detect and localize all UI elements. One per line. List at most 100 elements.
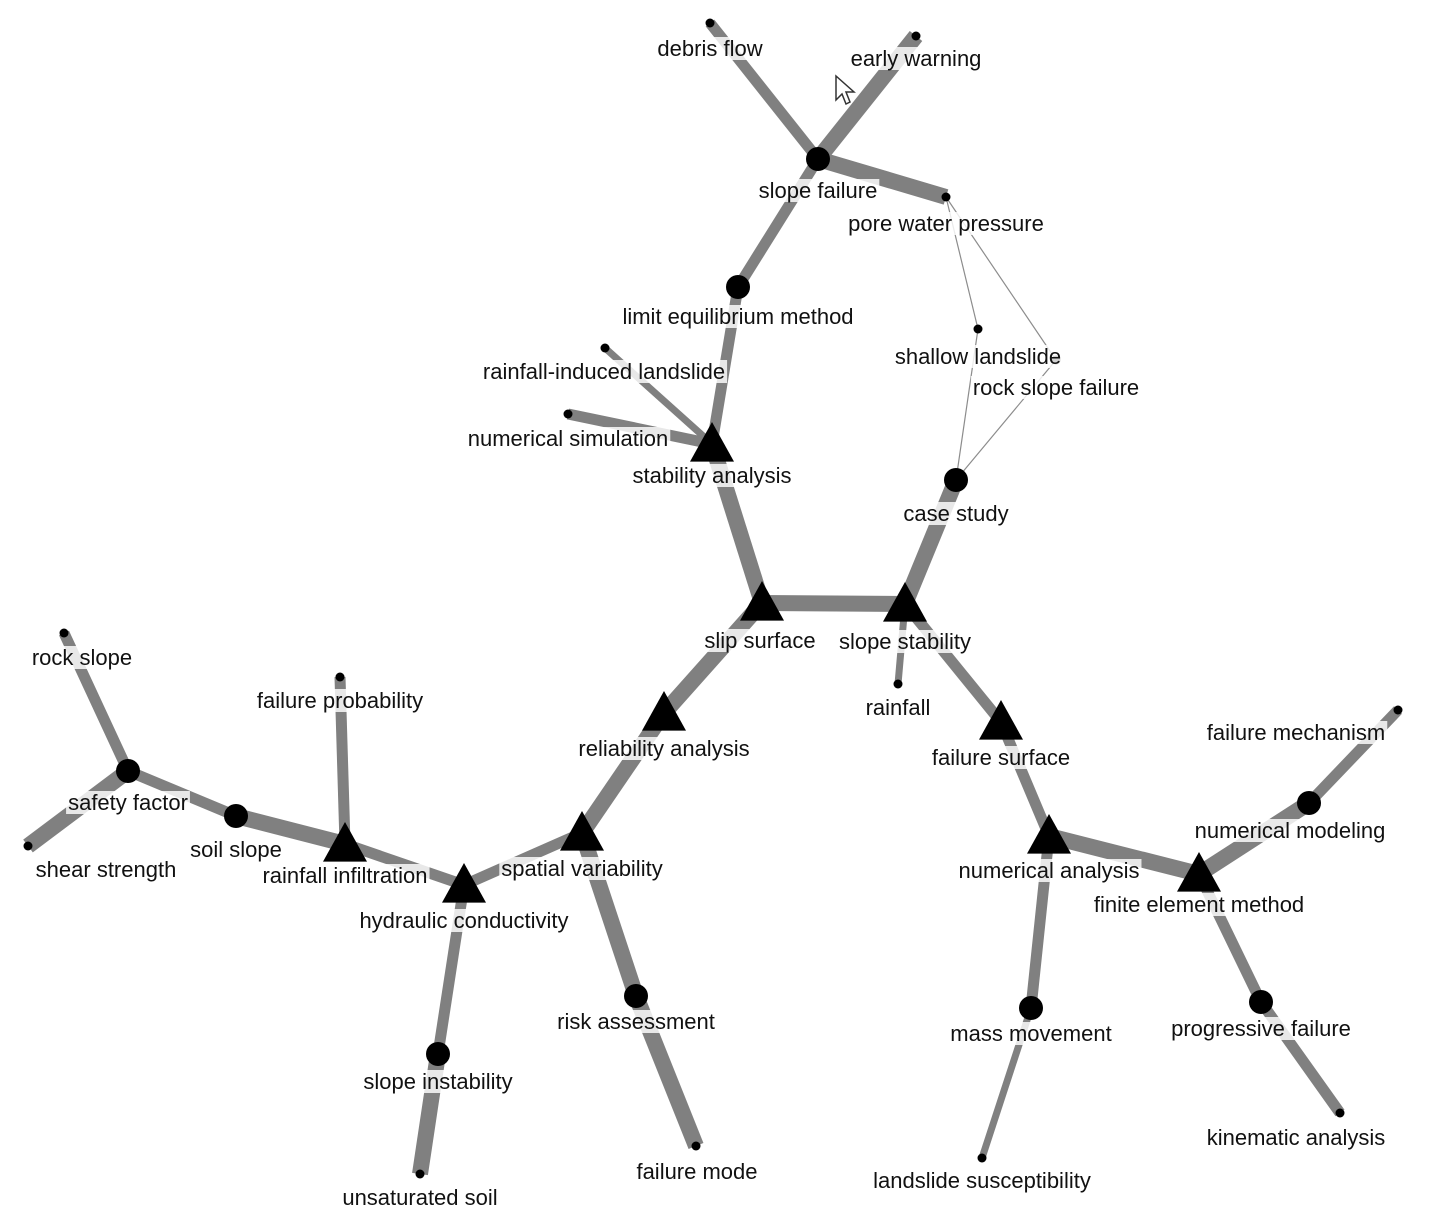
node-label-group-failure-surface: failure surface: [929, 745, 1073, 770]
node-label-group-rock-slope: rock slope: [29, 645, 135, 670]
node-label-background: [1192, 819, 1388, 842]
node-slope-failure[interactable]: [806, 147, 830, 171]
node-label-background: [1169, 1017, 1353, 1040]
node-debris-flow[interactable]: [705, 18, 715, 28]
node-label-group-rainfall: rainfall: [863, 695, 933, 720]
node-slope-instability[interactable]: [426, 1042, 450, 1066]
mouse-cursor-icon: [835, 74, 856, 106]
node-label-progressive-failure: progressive failure: [1171, 1016, 1351, 1041]
node-label-shear-strength: shear strength: [36, 857, 177, 882]
node-label-background: [630, 464, 794, 487]
node-label-slope-instability: slope instability: [363, 1069, 512, 1094]
node-finite-element-method[interactable]: [1177, 852, 1221, 892]
node-label-pore-water-pressure: pore water pressure: [848, 211, 1044, 236]
node-label-spatial-variability: spatial variability: [501, 856, 662, 881]
node-shallow-landslide[interactable]: [973, 324, 983, 334]
edge-slip-surface-to-slope-stability: [761, 595, 906, 612]
node-label-group-progressive-failure: progressive failure: [1169, 1016, 1353, 1041]
node-label-early-warning: early warning: [851, 46, 982, 71]
node-label-background: [260, 864, 430, 887]
node-risk-assessment[interactable]: [624, 984, 648, 1008]
node-label-reliability-analysis: reliability analysis: [578, 736, 749, 761]
node-label-background: [620, 305, 856, 328]
node-soil-slope[interactable]: [224, 804, 248, 828]
node-label-failure-mechanism: failure mechanism: [1207, 720, 1386, 745]
node-reliability-analysis[interactable]: [642, 691, 686, 731]
node-landslide-susceptibility[interactable]: [977, 1153, 987, 1163]
node-failure-mode[interactable]: [691, 1141, 701, 1151]
node-label-debris-flow: debris flow: [657, 36, 762, 61]
node-hydraulic-conductivity[interactable]: [442, 863, 486, 903]
node-label-group-hydraulic-conductivity: hydraulic conductivity: [357, 908, 571, 933]
node-label-limit-equilibrium-method: limit equilibrium method: [622, 304, 853, 329]
edge-case-study-to-slope-stability: [897, 476, 964, 608]
node-label-group-slope-instability: slope instability: [361, 1069, 515, 1094]
node-label-unsaturated-soil: unsaturated soil: [342, 1185, 497, 1210]
node-label-background: [634, 1160, 760, 1183]
node-label-group-numerical-simulation: numerical simulation: [465, 426, 671, 451]
edge-failure-surface-to-numerical-analysis: [995, 719, 1055, 839]
node-slip-surface[interactable]: [740, 581, 784, 621]
node-label-background: [66, 791, 190, 814]
node-pore-water-pressure[interactable]: [941, 192, 951, 202]
node-label-group-landslide-susceptibility: landslide susceptibility: [871, 1168, 1093, 1193]
node-rock-slope[interactable]: [59, 628, 69, 638]
node-mass-movement[interactable]: [1019, 996, 1043, 1020]
node-label-numerical-simulation: numerical simulation: [468, 426, 669, 451]
node-label-background: [848, 47, 984, 70]
edge-slope-failure-to-pore-water-pressure: [815, 151, 949, 205]
node-label-group-stability-analysis: stability analysis: [630, 463, 794, 488]
node-label-group-rock-slope-failure: rock slope failure: [970, 375, 1142, 400]
node-shear-strength[interactable]: [23, 841, 33, 851]
node-label-background: [863, 696, 933, 719]
node-label-background: [1204, 1126, 1388, 1149]
node-label-background: [576, 737, 752, 760]
node-numerical-simulation[interactable]: [563, 409, 573, 419]
node-label-group-mass-movement: mass movement: [948, 1021, 1114, 1046]
node-label-group-kinematic-analysis: kinematic analysis: [1204, 1125, 1388, 1150]
node-label-group-rainfall-induced-landslide: rainfall-induced landslide: [480, 359, 728, 384]
node-label-background: [836, 630, 974, 653]
node-rainfall-induced-landslide[interactable]: [600, 343, 610, 353]
node-label-group-pore-water-pressure: pore water pressure: [846, 211, 1046, 236]
node-label-group-failure-probability: failure probability: [254, 688, 426, 713]
node-label-group-shear-strength: shear strength: [33, 857, 179, 882]
node-label-group-slope-stability: slope stability: [836, 629, 974, 654]
node-label-group-case-study: case study: [901, 501, 1011, 526]
node-label-group-early-warning: early warning: [848, 46, 984, 71]
node-kinematic-analysis[interactable]: [1335, 1108, 1345, 1118]
node-numerical-modeling[interactable]: [1297, 791, 1321, 815]
node-label-background: [254, 689, 426, 712]
node-label-background: [970, 376, 1142, 399]
node-label-background: [188, 838, 284, 861]
node-label-rainfall: rainfall: [866, 695, 931, 720]
node-label-kinematic-analysis: kinematic analysis: [1207, 1125, 1386, 1150]
node-progressive-failure[interactable]: [1249, 990, 1273, 1014]
node-safety-factor[interactable]: [116, 759, 140, 783]
node-rainfall-infiltration[interactable]: [323, 822, 367, 862]
node-label-case-study: case study: [903, 501, 1008, 526]
node-label-safety-factor: safety factor: [68, 790, 188, 815]
node-label-background: [465, 427, 671, 450]
node-failure-probability[interactable]: [335, 672, 345, 682]
node-label-hydraulic-conductivity: hydraulic conductivity: [359, 908, 568, 933]
node-label-group-rainfall-infiltration: rainfall infiltration: [260, 863, 430, 888]
node-label-group-failure-mechanism: failure mechanism: [1204, 720, 1388, 745]
node-label-group-unsaturated-soil: unsaturated soil: [340, 1185, 500, 1210]
node-stability-analysis[interactable]: [690, 422, 734, 462]
node-numerical-analysis[interactable]: [1027, 814, 1071, 854]
node-label-background: [846, 212, 1046, 235]
node-label-group-spatial-variability: spatial variability: [499, 856, 665, 881]
node-failure-mechanism[interactable]: [1393, 705, 1403, 715]
node-limit-equilibrium-method[interactable]: [726, 275, 750, 299]
node-label-slip-surface: slip surface: [704, 628, 815, 653]
node-early-warning[interactable]: [911, 31, 921, 41]
node-case-study[interactable]: [944, 468, 968, 492]
node-label-failure-surface: failure surface: [932, 745, 1070, 770]
node-unsaturated-soil[interactable]: [415, 1169, 425, 1179]
node-spatial-variability[interactable]: [560, 811, 604, 851]
edge-rainfall-infiltration-to-soil-slope: [234, 808, 347, 852]
node-rainfall[interactable]: [893, 679, 903, 689]
node-failure-surface[interactable]: [979, 700, 1023, 740]
node-slope-stability[interactable]: [883, 582, 927, 622]
